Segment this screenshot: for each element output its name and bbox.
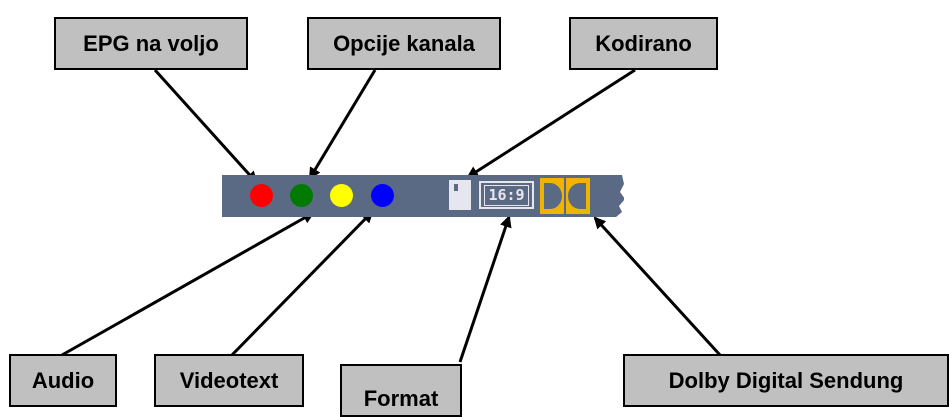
label-format: Format [340,364,462,417]
blue-button-dot [371,184,394,207]
arrow-videotext [230,210,374,357]
arrow-channel-options [308,69,377,180]
label-audio: Audio [9,354,117,407]
yellow-button-dot [330,184,353,207]
format-badge-text: 16:9 [484,184,529,206]
arrow-format [458,215,512,363]
arrow-audio [61,211,315,357]
encrypted-card-icon [449,180,471,210]
label-dolby: Dolby Digital Sendung [623,354,949,407]
bar-torn-edge [616,175,630,217]
arrow-encrypted [466,68,636,179]
green-button-dot [290,184,313,207]
label-encrypted: Kodirano [569,17,718,70]
arrow-layer [61,68,722,363]
label-channel-options: Opcije kanala [307,17,501,70]
arrow-dolby [593,216,722,357]
format-16-9-badge: 16:9 [479,181,534,209]
red-button-dot [250,184,273,207]
label-videotext: Videotext [154,354,304,407]
arrow-epg [153,68,258,184]
dolby-digital-icon [540,178,590,214]
label-epg: EPG na voljo [54,17,248,70]
